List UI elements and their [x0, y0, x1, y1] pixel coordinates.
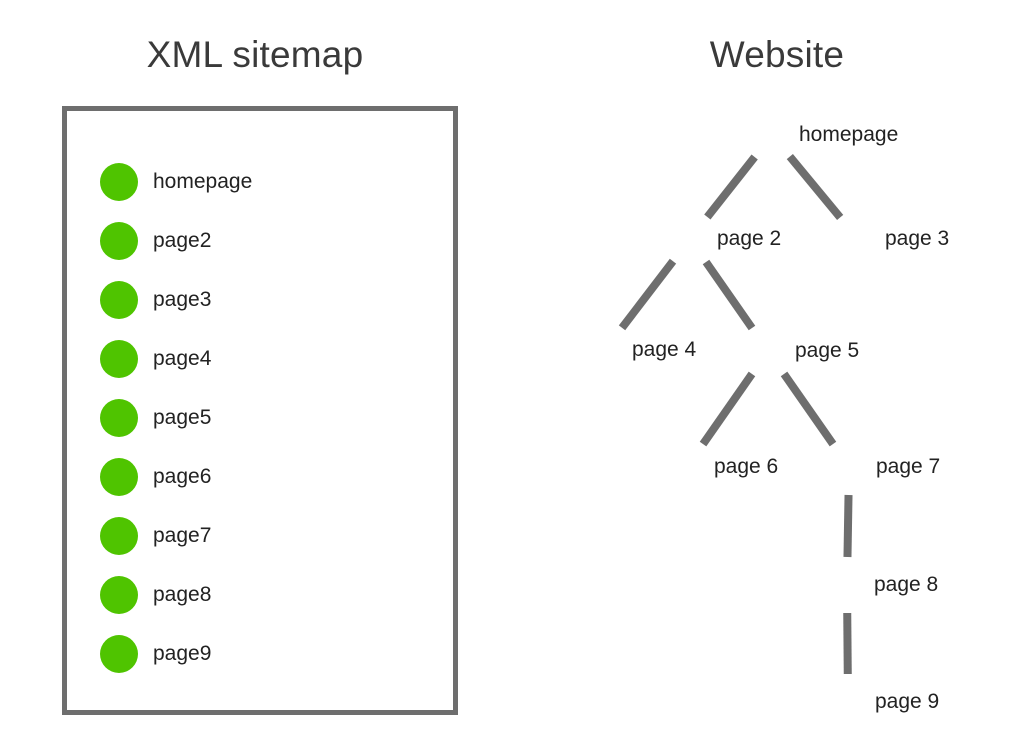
- list-item-label: homepage: [153, 170, 253, 193]
- list-item-label: page9: [153, 642, 212, 665]
- list-item[interactable]: page4: [100, 340, 211, 378]
- green-dot-icon: [100, 576, 138, 614]
- tree-node-label: homepage: [799, 123, 899, 146]
- tree-node-label: page 3: [885, 227, 950, 250]
- list-item[interactable]: page2: [100, 222, 211, 260]
- list-item-label: page8: [153, 583, 212, 606]
- tree-node-label: page 2: [717, 227, 782, 250]
- green-dot-icon: [100, 458, 138, 496]
- tree-edge: [618, 258, 677, 331]
- tree-node-page6[interactable]: page 6: [668, 448, 778, 486]
- list-item-label: page6: [153, 465, 212, 488]
- tree-edge: [702, 259, 756, 331]
- tree-node-label: page 7: [876, 455, 941, 478]
- tree-edge: [843, 494, 853, 558]
- list-item[interactable]: page7: [100, 517, 211, 555]
- tree-node-label: page 8: [874, 573, 939, 596]
- tree-node-label: page 9: [875, 690, 940, 713]
- tree-node-page9[interactable]: page 9: [829, 683, 939, 721]
- tree-node-label: page 6: [714, 455, 779, 478]
- list-item-label: page4: [153, 347, 212, 370]
- tree-edge: [704, 154, 758, 220]
- green-dot-icon: [100, 340, 138, 378]
- green-dot-icon: [100, 635, 138, 673]
- list-item[interactable]: page6: [100, 458, 211, 496]
- green-dot-icon: [100, 222, 138, 260]
- list-item[interactable]: page3: [100, 281, 211, 319]
- green-dot-icon: [100, 399, 138, 437]
- list-item[interactable]: homepage: [100, 163, 252, 201]
- list-item-label: page7: [153, 524, 212, 547]
- tree-node-page2[interactable]: page 2: [671, 220, 781, 258]
- green-dot-icon: [100, 163, 138, 201]
- list-item[interactable]: page8: [100, 576, 211, 614]
- tree-edge: [699, 371, 756, 447]
- tree-node-page8[interactable]: page 8: [828, 566, 938, 604]
- tree-node-label: page 4: [632, 338, 697, 361]
- list-item[interactable]: page9: [100, 635, 211, 673]
- tree-edge: [786, 154, 844, 220]
- list-item-label: page5: [153, 406, 212, 429]
- green-dot-icon: [100, 517, 138, 555]
- tree-edge: [780, 371, 837, 447]
- tree-node-page4[interactable]: page 4: [586, 331, 696, 369]
- list-item-label: page3: [153, 288, 212, 311]
- list-item-label: page2: [153, 229, 212, 252]
- tree-node-label: page 5: [795, 339, 860, 362]
- website-title: Website: [709, 34, 845, 75]
- tree-node-page7[interactable]: page 7: [830, 448, 940, 486]
- xml-sitemap-list: homepage page2 page3 page4 page5 page6 page7 pa…: [67, 111, 463, 720]
- list-item[interactable]: page5: [100, 399, 211, 437]
- tree-node-page5[interactable]: page 5: [749, 332, 859, 370]
- tree-node-homepage[interactable]: homepage: [753, 116, 898, 154]
- xml-sitemap-box: homepage page2 page3 page4 page5 page6 page7 pa…: [62, 106, 458, 715]
- green-dot-icon: [100, 281, 138, 319]
- tree-node-page3[interactable]: page 3: [839, 220, 949, 258]
- xml-sitemap-title: XML sitemap: [146, 34, 364, 75]
- tree-edge: [843, 612, 852, 675]
